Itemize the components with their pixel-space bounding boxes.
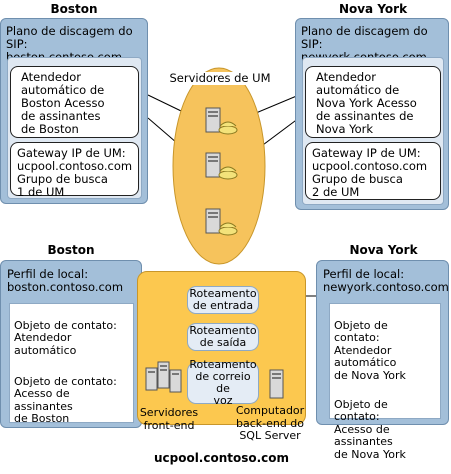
sip-newyork-card-gateway: Gateway IP de UM: ucpool.contoso.com Gru… [305,142,441,200]
loc-newyork-contact-autoattendant: Objeto de contato: Atendedor automático … [334,318,406,382]
sip-newyork-title: Nova York [338,2,408,16]
um-server-icon [205,208,238,236]
sip-newyork-panel: Plano de discagem do SIP: newyork.contos… [295,18,449,210]
loc-boston-label: Perfil de local: boston.contoso.com [7,267,124,294]
loc-boston-panel: Perfil de local: boston.contoso.com Obje… [0,260,142,428]
ucpool-name: ucpool.contoso.com [153,451,290,465]
loc-newyork-contact-subscriber: Objeto de contato: Acesso de assinantes … [334,397,406,461]
sip-boston-card-gateway: Gateway IP de UM: ucpool.contoso.com Gru… [10,142,139,199]
sip-boston-card-autoattendant: Atendedor automático de Boston Acesso de… [10,66,139,138]
loc-newyork-contacts: Objeto de contato: Atendedor automático … [329,303,441,460]
sip-newyork-card-autoattendant: Atendedor automático de Nova York Acesso… [305,66,441,138]
loc-newyork-title: Nova York [349,243,418,257]
loc-newyork-label: Perfil de local: newyork.contoso.com [323,267,449,294]
um-server-icon [205,152,238,180]
sip-boston-title: Boston [50,2,98,16]
sip-boston-inner: Atendedor automático de Boston Acesso de… [7,57,142,199]
loc-newyork-panel: Perfil de local: newyork.contoso.com Obj… [316,260,449,460]
um-servers-label: Servidores de UM [168,71,272,85]
routing-inbound: Roteamento de entrada [187,286,259,314]
routing-outbound: Roteamento de saída [187,323,259,351]
routing-voicemail: Roteamento de correio de voz [187,359,259,407]
loc-boston-contact-subscriber: Objeto de contato: Acesso de assinantes … [14,374,117,425]
loc-boston-contact-autoattendant: Objeto de contato: Atendedor automático [14,318,117,357]
sip-newyork-inner: Atendedor automático de Nova York Acesso… [302,57,444,205]
loc-boston-contacts: Objeto de contato: Atendedor automático … [9,303,134,425]
frontend-servers-icon [145,361,182,393]
sip-boston-panel: Plano de discagem do SIP: boston.contoso… [0,18,148,204]
ucpool-panel: Roteamento de entrada Roteamento de saíd… [137,271,306,425]
backend-sql-caption: Computador back-end do SQL Server [235,404,305,442]
loc-boston-title: Boston [47,243,95,257]
um-server-icon [205,107,238,135]
backend-sql-server-icon [269,369,284,399]
frontend-servers-caption: Servidores front-end [139,406,199,432]
